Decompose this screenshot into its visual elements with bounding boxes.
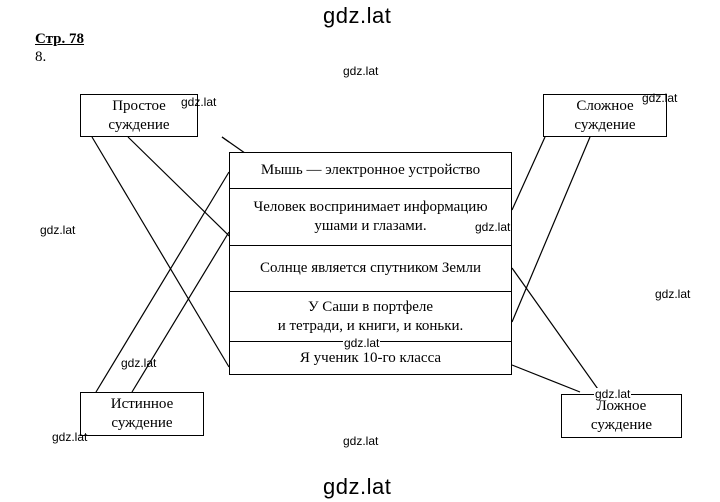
statement-5-line-1: Я ученик 10-го класса (299, 349, 442, 366)
box-simple-judgment: Простое суждение (80, 94, 198, 137)
watermark-6: gdz.lat (655, 287, 691, 301)
watermark-9: gdz.lat (594, 387, 632, 401)
line-true-to-statement-2 (131, 231, 230, 393)
statement-1-line-1: Мышь — электронное устройство (260, 162, 481, 178)
statement-row-4: У Саши в портфеле и тетради, и книги, и … (230, 292, 511, 342)
watermark-top: gdz.lat (323, 3, 392, 28)
line-complex-to-statement-2 (511, 136, 546, 211)
watermark-11: gdz.lat (343, 434, 379, 448)
line-true-to-statement-1 (95, 171, 230, 393)
box-false-line-1: Ложное (596, 398, 647, 414)
box-complex-line-2: суждение (574, 116, 636, 133)
watermark-bottom: gdz.lat (323, 474, 392, 499)
statement-4-line-2: и тетради, и книги, и коньки. (277, 317, 464, 334)
watermark-7: gdz.lat (343, 336, 381, 350)
box-true-line-2: суждение (111, 415, 173, 431)
statement-2-line-1: Человек воспринимает информацию (253, 199, 488, 215)
box-false-judgment: Ложное суждение (561, 394, 682, 438)
box-true-line-1: Истинное (110, 396, 174, 412)
page-reference: Стр. 78 (35, 31, 85, 47)
watermark-1: gdz.lat (343, 64, 379, 78)
box-complex-judgment: Сложное суждение (543, 94, 667, 137)
box-false-line-2: суждение (590, 417, 653, 433)
watermark-3: gdz.lat (642, 91, 678, 105)
watermark-8: gdz.lat (121, 356, 157, 370)
statement-row-5: Я ученик 10-го класса (230, 342, 511, 374)
statement-3-line-1: Солнце является спутником Земли (259, 260, 482, 276)
box-simple-line-2: суждение (108, 116, 170, 133)
box-complex-line-1: Сложное (576, 97, 634, 114)
statement-row-1: Мышь — электронное устройство (230, 153, 511, 189)
line-complex-to-statement-4 (511, 136, 591, 323)
box-true-judgment: Истинное суждение (80, 392, 204, 436)
statement-row-3: Солнце является спутником Земли (230, 246, 511, 292)
watermark-10: gdz.lat (52, 430, 88, 444)
task-number: 8. (35, 49, 47, 65)
watermark-2: gdz.lat (181, 95, 217, 109)
line-false-to-statement-5 (511, 364, 581, 393)
line-false-to-statement-3 (511, 267, 601, 393)
watermark-4: gdz.lat (40, 223, 76, 237)
statement-row-2: Человек воспринимает информацию ушами и … (230, 189, 511, 246)
watermark-5: gdz.lat (474, 220, 512, 234)
box-simple-line-1: Простое (112, 97, 166, 114)
statement-2-line-2: ушами и глазами. (314, 218, 427, 234)
line-simple-to-statement-5 (91, 136, 230, 368)
statement-4-line-1: У Саши в портфеле (307, 298, 434, 315)
